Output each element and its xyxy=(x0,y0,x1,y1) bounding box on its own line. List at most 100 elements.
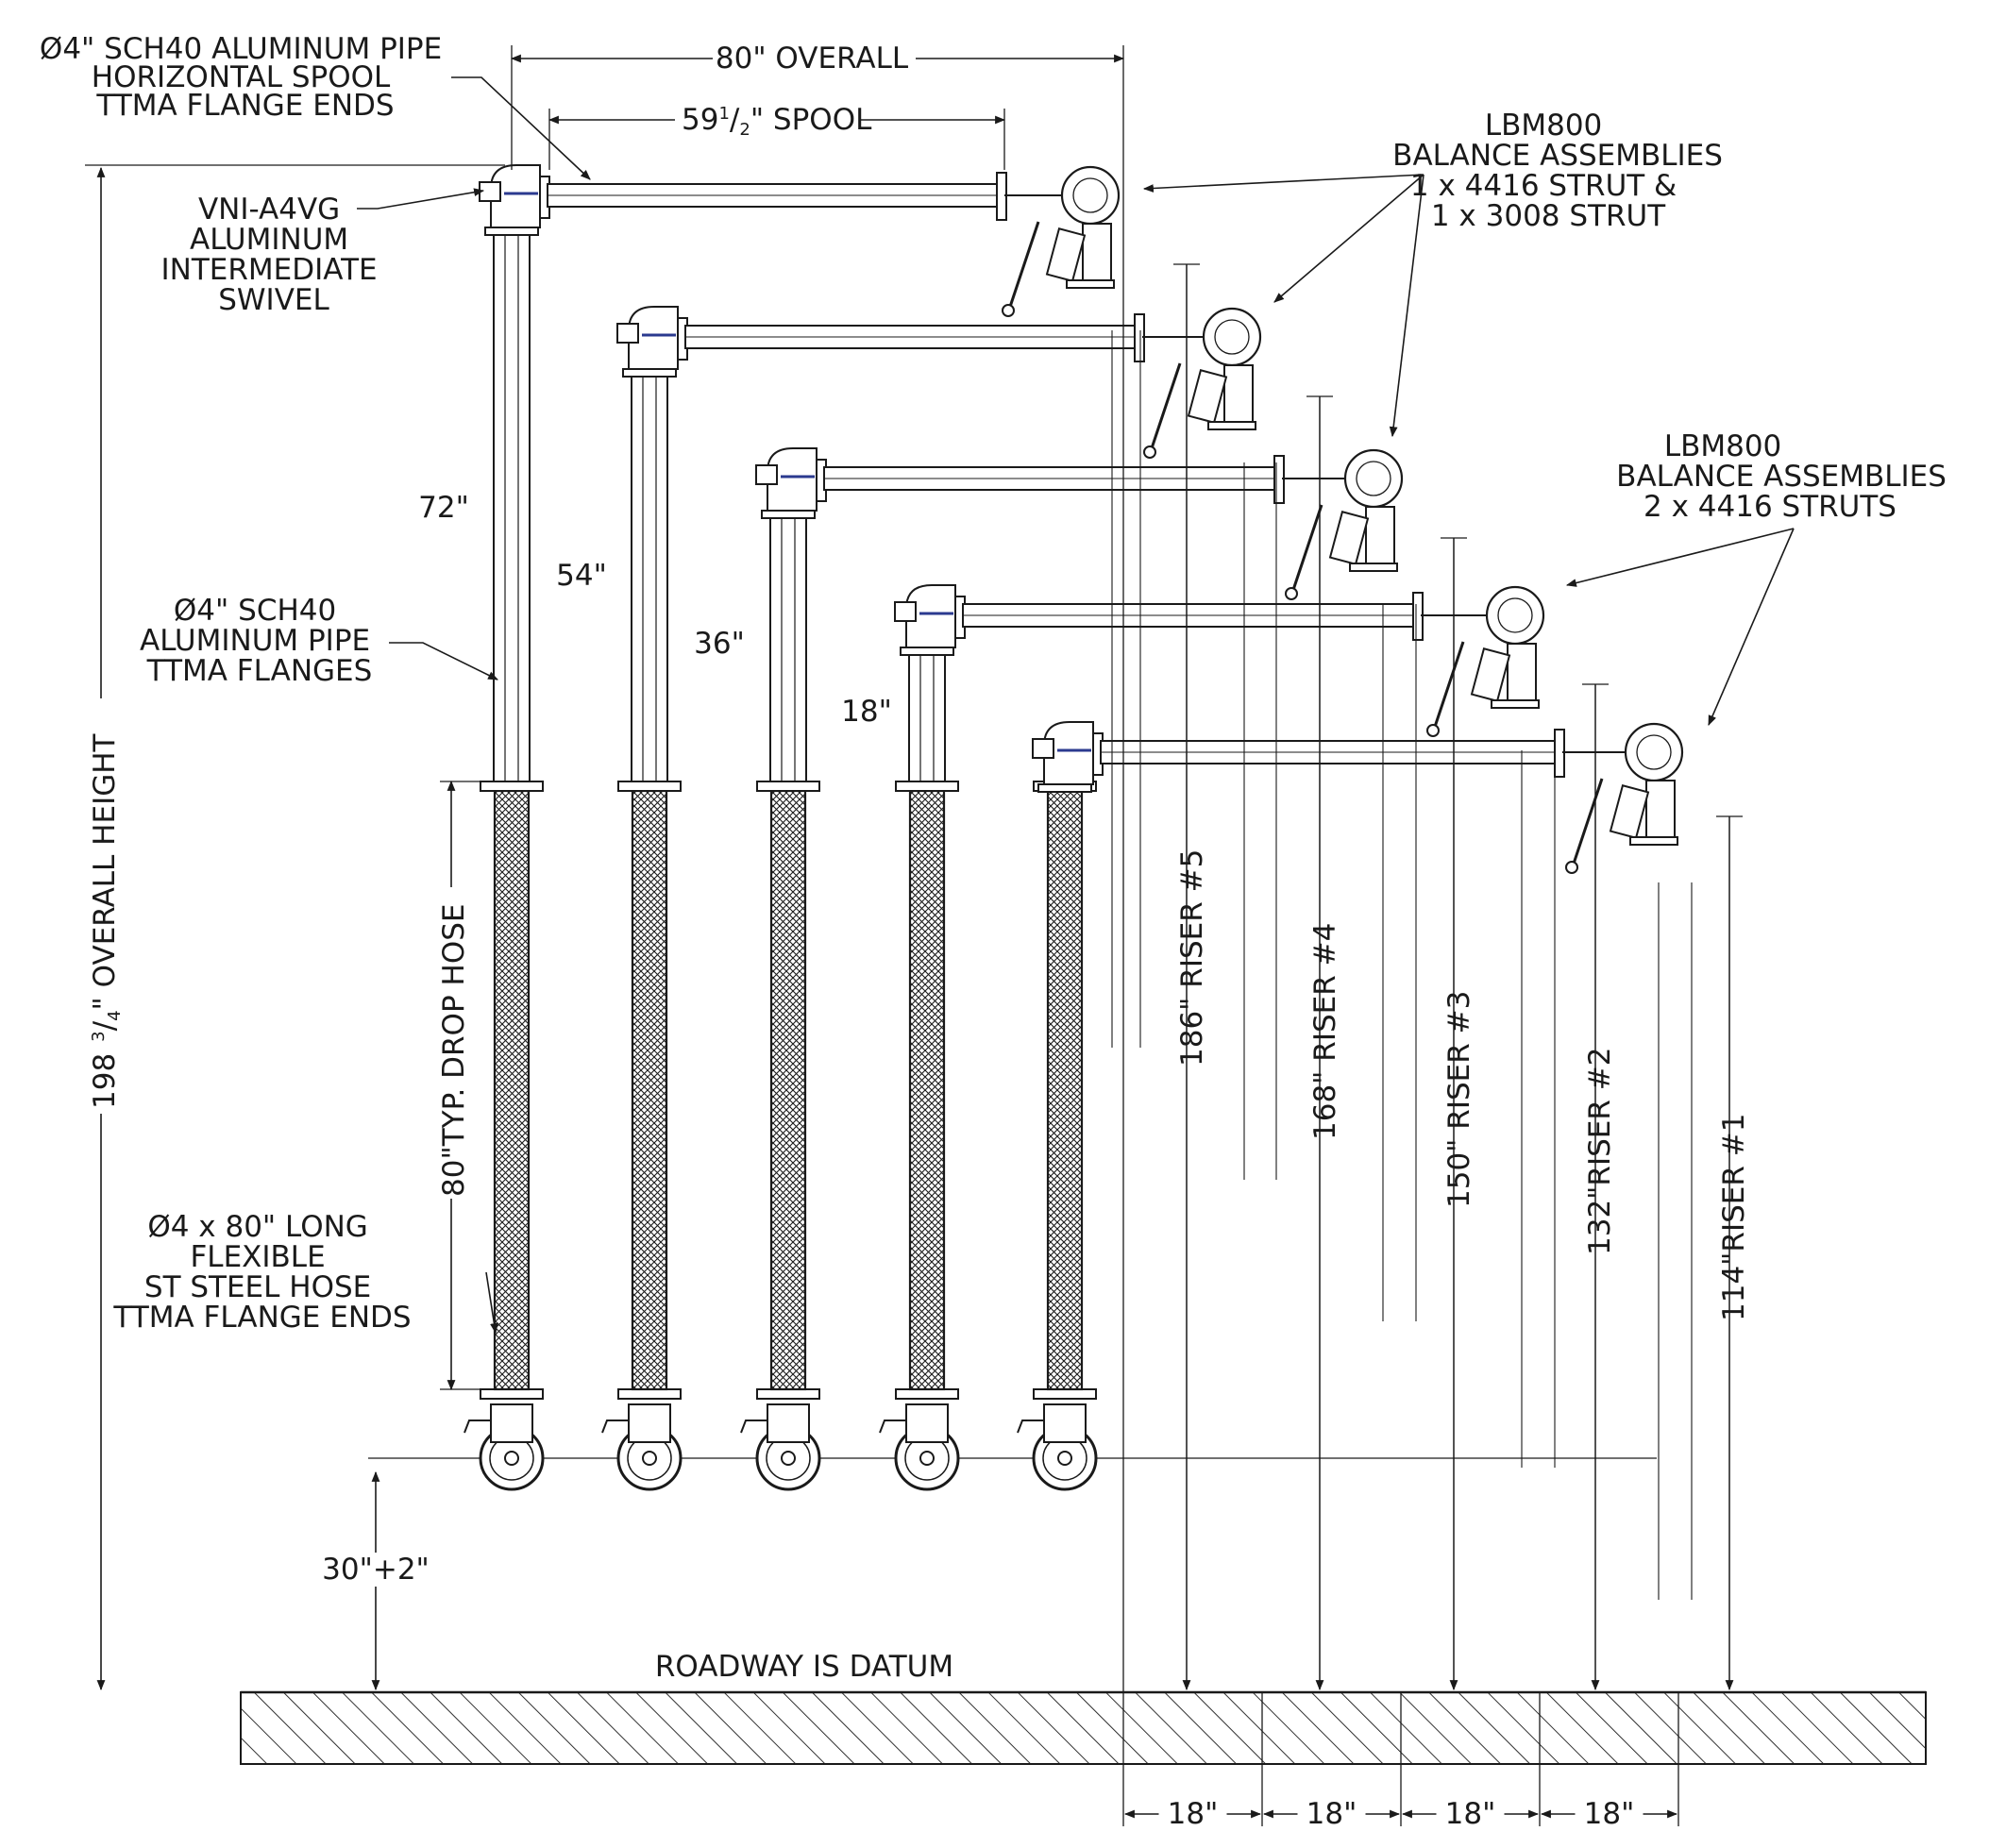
riser-height-dimension-3 xyxy=(1382,537,1467,1691)
balance-strut xyxy=(1572,778,1604,865)
riser-length-label-1: 72" xyxy=(418,491,469,525)
callout-balance-b: LBM800 BALANCE ASSEMBLIES 2 x 4416 STRUT… xyxy=(1565,429,1947,727)
strut-eye xyxy=(1565,861,1578,874)
balance-cylinder xyxy=(1328,511,1370,565)
overall-width-label: 80" OVERALL xyxy=(716,42,909,76)
riser-assembly-5 xyxy=(1017,721,1684,1491)
flexible-hose xyxy=(493,789,531,1391)
spacing-label-3: 18" xyxy=(1445,1797,1496,1831)
flexible-hose xyxy=(908,789,946,1391)
balance-strut xyxy=(1291,504,1323,591)
balance-cylinder xyxy=(1470,647,1511,702)
drop-hose-dimension: 80"TYP. DROP HOSE xyxy=(434,780,486,1391)
callout-swivel-line-1: VNI-A4VG xyxy=(198,193,340,227)
balance-strut xyxy=(1433,641,1465,728)
callout-riser-line-1: Ø4" SCH40 xyxy=(174,594,336,628)
callout-hose: Ø4 x 80" LONG FLEXIBLE ST STEEL HOSE TTM… xyxy=(112,1210,498,1335)
hose-top-flange xyxy=(895,781,959,792)
balance-housing xyxy=(1365,506,1395,564)
callout-hose-line-2: FLEXIBLE xyxy=(190,1240,325,1274)
swivel-grease-cap xyxy=(894,601,917,622)
strut-eye xyxy=(1002,304,1015,317)
spacing-label-2: 18" xyxy=(1306,1797,1357,1831)
riser-pipe xyxy=(908,650,946,782)
caster-brake xyxy=(740,1420,767,1434)
balance-swivel-inner xyxy=(1214,319,1250,355)
callout-balance-a-line-1: LBM800 xyxy=(1485,109,1602,143)
caster-fork xyxy=(490,1403,533,1443)
riser-top-flange xyxy=(1037,783,1092,793)
spacing-label-1: 18" xyxy=(1168,1797,1219,1831)
callout-swivel-line-3: INTERMEDIATE xyxy=(161,253,378,287)
riser-height-dimension-5 xyxy=(1111,263,1200,1691)
caster-brake xyxy=(879,1420,906,1434)
riser-length-labels: 72" 54" 36" 18" xyxy=(418,491,892,729)
hose-top-flange xyxy=(480,781,544,792)
drop-hose-label: 80"TYP. DROP HOSE xyxy=(437,904,471,1197)
callout-balance-a-line-4: 1 x 3008 STRUT xyxy=(1431,199,1666,233)
balance-strut xyxy=(1008,221,1040,308)
callout-riser-pipe: Ø4" SCH40 ALUMINUM PIPE TTMA FLANGES xyxy=(140,594,498,688)
caster-brake xyxy=(601,1420,629,1434)
svg-text:Ø4 x 80" LONG FLEXIBLE: Ø4 x 80" LONG FLEXIBLE ST STEEL HOSE TTM… xyxy=(112,1210,411,1335)
riser-pipe xyxy=(631,372,668,782)
balance-base-plate xyxy=(1491,699,1540,709)
spacing-dimension-2: 18" xyxy=(1262,1797,1401,1831)
balance-strut xyxy=(1150,362,1182,449)
callout-riser-line-3: TTMA FLANGES xyxy=(146,654,373,688)
balance-swivel xyxy=(1060,165,1121,226)
spacing-dimension-4: 18" xyxy=(1540,1797,1678,1831)
strut-eye xyxy=(1426,724,1440,737)
wheel-hub xyxy=(642,1451,657,1466)
riser-height-dimension-1 xyxy=(1658,815,1743,1691)
callout-hose-line-4: TTMA FLANGE ENDS xyxy=(112,1301,411,1335)
swivel-grease-cap xyxy=(479,181,501,202)
riser-assemblies xyxy=(464,164,1684,1491)
overall-width-dimension: 80" OVERALL xyxy=(510,42,1125,1692)
svg-text:Ø4" SCH40 ALUMINUM PIPE: Ø4" SCH40 ALUMINUM PIPE HORIZONTAL SPOOL… xyxy=(40,32,451,123)
hose-bottom-flange xyxy=(756,1388,820,1400)
riser-length-label-3: 36" xyxy=(694,627,745,661)
callout-balance-a: LBM800 BALANCE ASSEMBLIES 1 x 4416 STRUT… xyxy=(1142,109,1732,438)
hose-top-flange xyxy=(617,781,682,792)
balance-cylinder xyxy=(1187,369,1228,424)
balance-swivel-inner xyxy=(1497,597,1533,633)
svg-text:Ø4" SCH40 ALUMINUM PIPE: Ø4" SCH40 ALUMINUM PIPE TTMA FLANGES xyxy=(140,594,379,688)
caster-fork xyxy=(767,1403,810,1443)
swivel-grease-cap xyxy=(755,464,778,485)
svg-text:LBM800 BALANCE ASSEMBLIE: LBM800 BALANCE ASSEMBLIES 1 x 4416 STRUT… xyxy=(1392,109,1732,233)
balance-swivel-inner xyxy=(1072,177,1108,213)
callout-balance-b-line-1: LBM800 xyxy=(1664,429,1781,463)
hose-bottom-flange xyxy=(1033,1388,1097,1400)
riser-height-label-1: 114"RISER #1 xyxy=(1717,1114,1751,1321)
riser-length-label-2: 54" xyxy=(556,559,607,593)
riser-top-flange xyxy=(900,647,954,656)
caster-fork xyxy=(1043,1403,1087,1443)
riser-spacing-dimensions: 18" 18" 18" 18" xyxy=(1122,1692,1679,1831)
caster-fork xyxy=(628,1403,671,1443)
callout-balance-a-line-2: BALANCE ASSEMBLIES xyxy=(1392,139,1723,173)
balance-base-plate xyxy=(1207,421,1256,430)
callout-balance-b-line-2: BALANCE ASSEMBLIES xyxy=(1616,460,1947,494)
callout-balance-a-line-3: 1 x 4416 STRUT & xyxy=(1410,169,1677,203)
callout-hose-line-3: ST STEEL HOSE xyxy=(144,1270,371,1304)
datum-label: ROADWAY IS DATUM xyxy=(655,1650,953,1684)
riser-height-label-5: 186" RISER #5 xyxy=(1175,849,1209,1067)
riser-pipe xyxy=(769,513,807,782)
riser-height-label-3: 150" RISER #3 xyxy=(1442,991,1476,1208)
wheel-hub xyxy=(1057,1451,1072,1466)
riser-top-flange xyxy=(622,368,677,378)
overall-height-label: 1983/4" OVERALL HEIGHT xyxy=(88,732,125,1109)
balance-swivel xyxy=(1202,307,1262,367)
wheel-hub xyxy=(781,1451,796,1466)
balance-swivel xyxy=(1624,722,1684,782)
balance-swivel xyxy=(1343,448,1404,509)
overall-height-dimension: 1983/4" OVERALL HEIGHT xyxy=(85,164,505,1691)
ground-clearance-label: 30"+2" xyxy=(322,1553,430,1587)
riser-assembly-1 xyxy=(464,164,1121,1491)
callout-riser-line-2: ALUMINUM PIPE xyxy=(140,624,370,658)
spacing-label-4: 18" xyxy=(1584,1797,1635,1831)
hose-bottom-flange xyxy=(617,1388,682,1400)
ground-clearance-dimension: 30"+2" xyxy=(316,1470,439,1691)
hose-bottom-flange xyxy=(895,1388,959,1400)
